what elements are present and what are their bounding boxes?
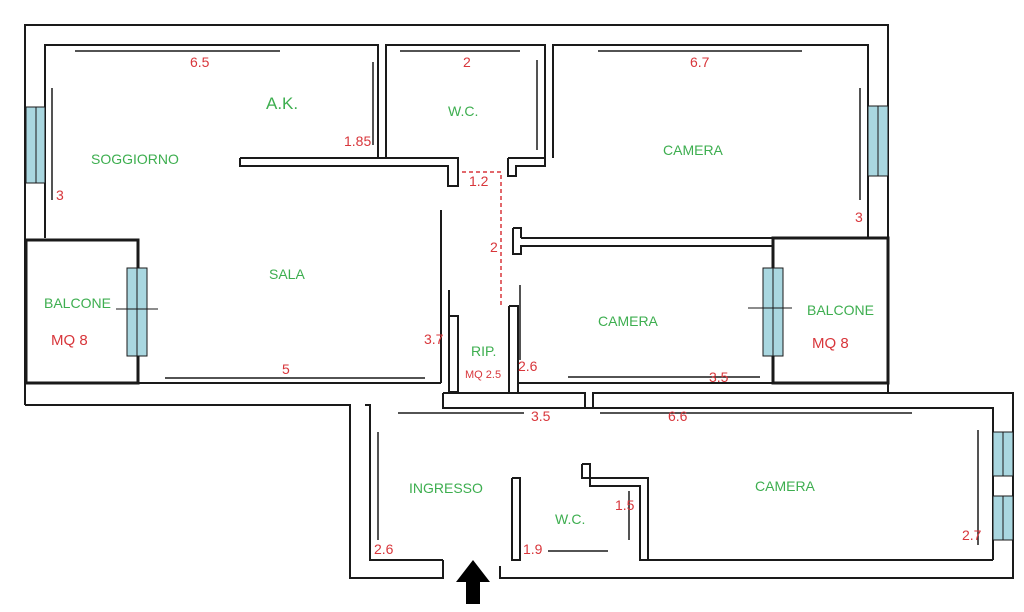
dim-soggiorno-side: 3 bbox=[56, 187, 64, 203]
label-wc-top: W.C. bbox=[448, 103, 478, 119]
label-camera-bottom: CAMERA bbox=[755, 478, 816, 494]
dim-ingresso-side: 2.6 bbox=[374, 541, 394, 557]
balcone-right bbox=[771, 236, 890, 385]
dim-wc-bottom-width: 1.9 bbox=[523, 541, 543, 557]
dim-sala-bottom: 5 bbox=[282, 361, 290, 377]
dim-camera-top-side: 3 bbox=[855, 209, 863, 225]
room-inner-lines bbox=[51, 50, 979, 552]
label-sala: SALA bbox=[269, 266, 305, 282]
interior-walls bbox=[239, 157, 993, 561]
up-arrow-icon bbox=[456, 560, 490, 604]
dim-camera-middle-side: 2.6 bbox=[518, 358, 538, 374]
label-balcone-left: BALCONE bbox=[44, 295, 111, 311]
label-ak: A.K. bbox=[266, 94, 298, 113]
label-wc-bottom: W.C. bbox=[555, 511, 585, 527]
label-soggiorno: SOGGIORNO bbox=[91, 151, 179, 167]
dim-camera-bottom-side: 2.7 bbox=[962, 527, 982, 543]
dim-ak-side: 1.85 bbox=[344, 133, 371, 149]
label-balcone-right: BALCONE bbox=[807, 302, 874, 318]
windows bbox=[25, 105, 1014, 541]
label-rip-area: MQ 2.5 bbox=[465, 369, 501, 381]
dim-camera-bottom-top: 6.6 bbox=[668, 408, 688, 424]
dim-corridor-mid: 2 bbox=[490, 239, 498, 255]
dim-soggiorno-width: 6.5 bbox=[190, 54, 210, 70]
label-rip: RIP. bbox=[471, 343, 496, 359]
dim-ingresso-top: 3.5 bbox=[531, 408, 551, 424]
dim-camera-top-width: 6.7 bbox=[690, 54, 710, 70]
label-balcone-left-area: MQ 8 bbox=[51, 332, 88, 349]
dim-corridor-top: 1.2 bbox=[469, 173, 489, 189]
dim-sala-side: 3.7 bbox=[424, 331, 444, 347]
dim-wc-top-width: 2 bbox=[463, 54, 471, 70]
dim-camera-middle-bottom: 3.5 bbox=[709, 369, 729, 385]
label-camera-top: CAMERA bbox=[663, 142, 724, 158]
label-camera-middle: CAMERA bbox=[598, 313, 659, 329]
dim-wc-bottom-side: 1.5 bbox=[615, 497, 635, 513]
label-balcone-right-area: MQ 8 bbox=[812, 335, 849, 352]
balcone-left bbox=[24, 238, 140, 385]
label-ingresso: INGRESSO bbox=[409, 480, 483, 496]
corridor-dashed-opening bbox=[462, 171, 502, 306]
